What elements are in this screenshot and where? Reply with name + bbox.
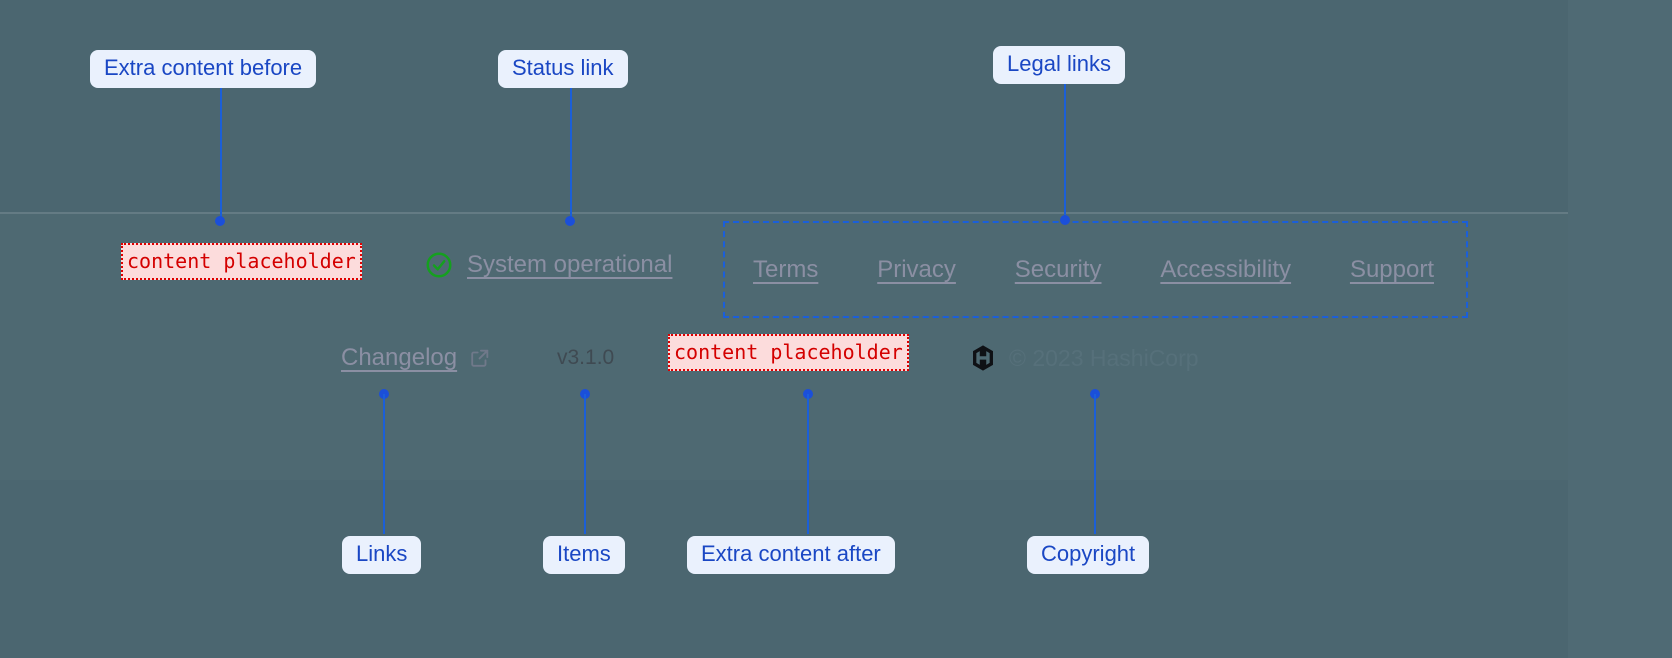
annotation-line-extra-content-after [807,394,809,534]
annotation-line-legal-links [1064,84,1066,217]
annotation-line-items [584,394,586,534]
status-link[interactable]: System operational [424,250,672,280]
annotation-dot-extra-content-before [215,216,225,226]
legal-link-accessibility[interactable]: Accessibility [1160,255,1292,283]
changelog-link[interactable]: Changelog [341,344,491,372]
hashicorp-logo-icon [969,344,997,372]
legal-link-terms[interactable]: Terms [753,255,819,283]
legal-link-privacy[interactable]: Privacy [877,255,956,283]
annotation-label-status-link: Status link [498,50,628,88]
annotation-line-status-link [570,88,572,221]
extra-content-after-placeholder: content placeholder [668,334,909,371]
legal-link-support[interactable]: Support [1349,255,1434,283]
annotation-dot-legal-links [1060,215,1070,225]
status-link-label: System operational [467,251,673,278]
annotation-line-copyright [1094,394,1096,534]
annotation-label-extra-content-after: Extra content after [687,536,895,574]
changelog-label: Changelog [341,344,458,371]
annotation-dot-status-link [565,216,575,226]
annotation-label-legal-links: Legal links [993,46,1125,84]
annotation-label-copyright: Copyright [1027,536,1150,574]
extra-content-before-placeholder: content placeholder [121,243,362,280]
annotation-line-extra-content-before [220,88,222,221]
legal-link-security[interactable]: Security [1014,255,1102,283]
external-link-icon [469,347,491,369]
check-circle-icon [424,250,454,280]
copyright-block: © 2023 HashiCorp [969,344,1199,372]
copyright-label: © 2023 HashiCorp [1009,344,1199,371]
legal-links-group: Terms Privacy Security Accessibility Sup… [723,221,1468,318]
legal-links-list: Terms Privacy Security Accessibility Sup… [739,256,1452,284]
right-background-band [1568,0,1672,658]
annotation-label-links: Links [342,536,422,574]
annotation-label-items: Items [543,536,625,574]
annotation-label-extra-content-before: Extra content before [90,50,317,88]
version-label: v3.1.0 [557,346,615,369]
annotation-line-links [383,394,385,534]
footer-top-divider [0,212,1568,214]
